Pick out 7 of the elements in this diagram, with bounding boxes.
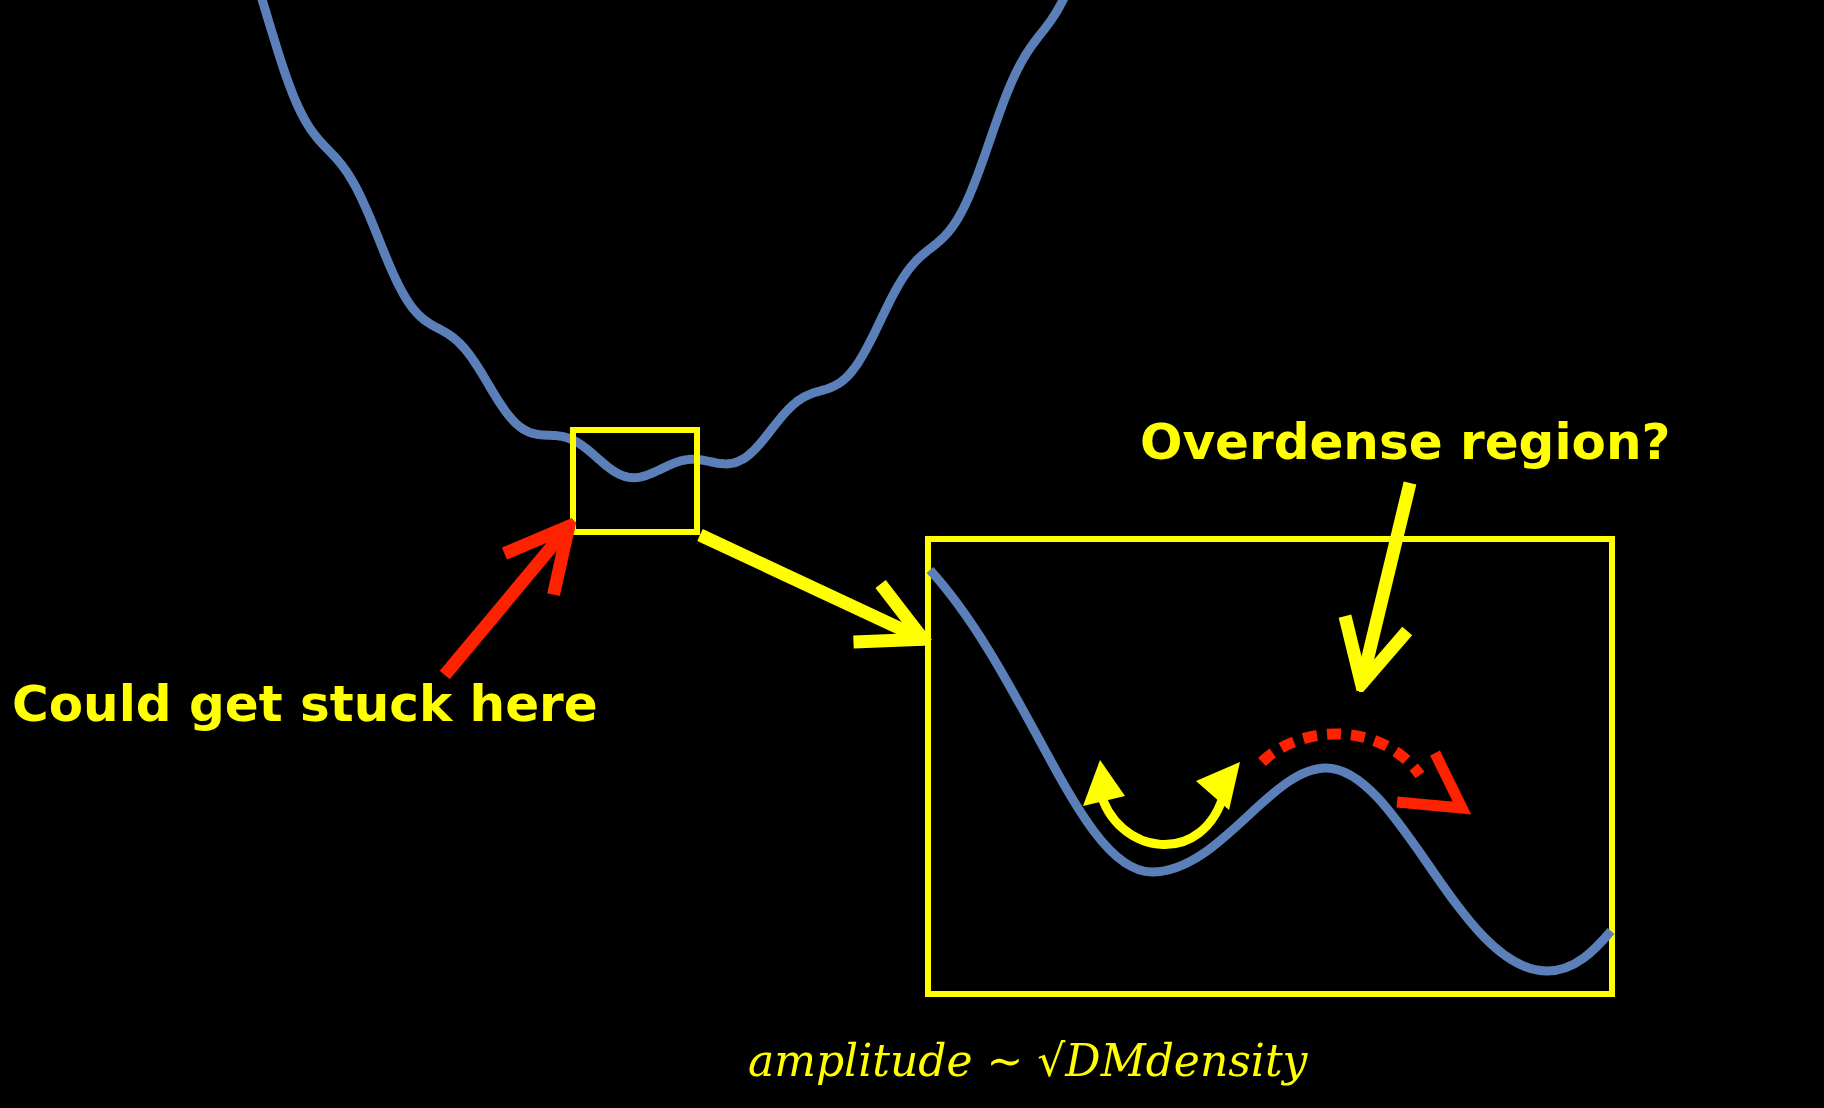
formula-text: amplitude ∼ √DMdensity xyxy=(748,1035,1308,1086)
arrow xyxy=(439,520,576,680)
arrow xyxy=(1338,481,1417,691)
arrow xyxy=(697,529,930,649)
annotation-text: Could get stuck here xyxy=(12,675,598,733)
annotation-text: Overdense region? xyxy=(1140,413,1671,471)
zoom-frame xyxy=(570,427,700,535)
